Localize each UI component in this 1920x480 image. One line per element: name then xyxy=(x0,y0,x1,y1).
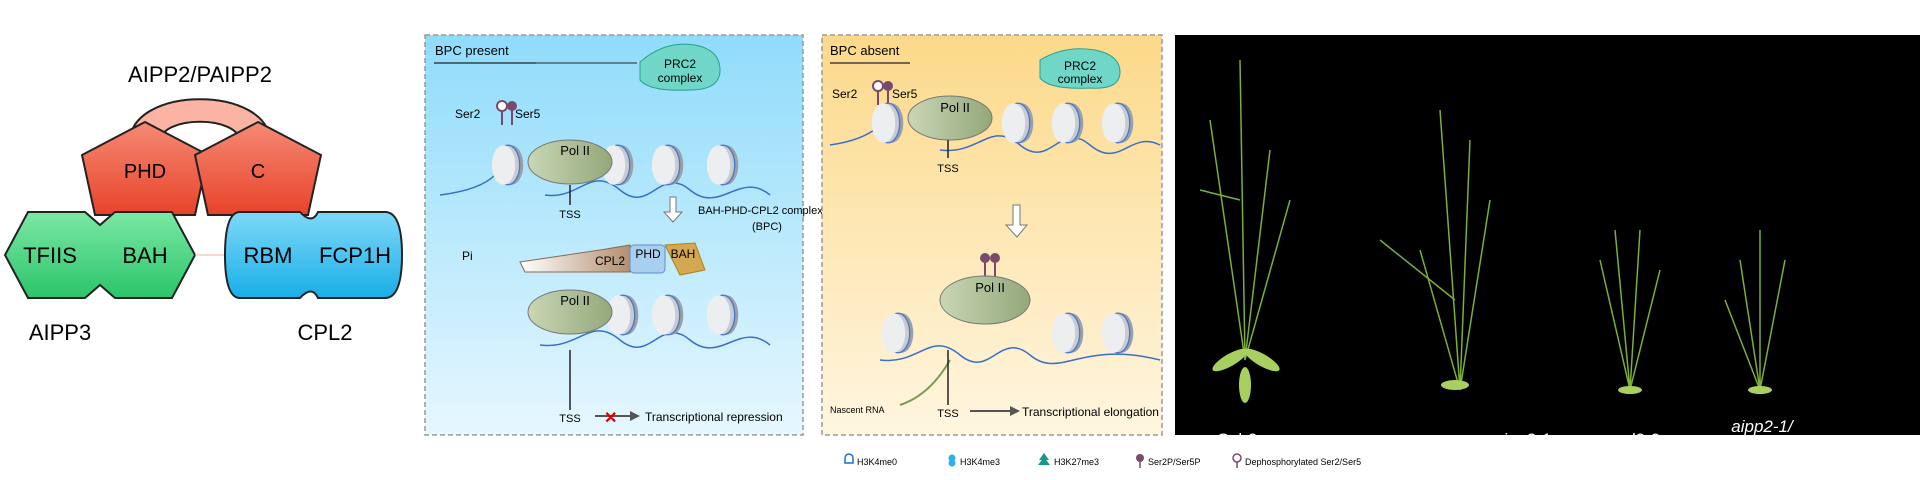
phd-label: PHD xyxy=(124,161,166,183)
genotype-aipp2-1: aipp2-1/ xyxy=(1731,417,1795,436)
cpl2-label: CPL2 xyxy=(297,320,352,345)
h3k27me3-icon xyxy=(1039,453,1049,460)
phd-shape xyxy=(629,244,666,274)
pol-ii-bottom-label: Pol II xyxy=(560,293,590,308)
c-label: C xyxy=(251,161,265,183)
prc2-label: PRC2 xyxy=(1064,59,1096,73)
nascent-rna-label: Nascent RNA xyxy=(830,405,885,415)
legend-label: Ser2P/Ser5P xyxy=(1148,457,1201,467)
blocked-x-icon: ✕ xyxy=(604,410,617,427)
genotype-paipp2-1: paipp2-1 xyxy=(1730,439,1797,458)
pol-ii xyxy=(907,95,993,141)
bah-shape-label: BAH xyxy=(671,247,696,261)
pol-ii-label: Pol II xyxy=(560,143,590,158)
prc2-complex xyxy=(1039,48,1121,89)
prc2-complex xyxy=(639,43,721,91)
bpc-absent-title: BPC absent xyxy=(830,43,900,58)
arrow-down-icon xyxy=(662,196,684,223)
tss-label: TSS xyxy=(559,209,580,221)
dephospho-ser-icon xyxy=(1232,453,1242,463)
bpc-complex-label: BAH-PHD-CPL2 complex xyxy=(698,205,823,217)
legend-label: Dephosphorylated Ser2/Ser5 xyxy=(1245,457,1361,467)
genotype-cpl2-2: cpl2-2 xyxy=(1613,430,1660,449)
tss-bottom-label: TSS xyxy=(559,413,580,425)
tfiis-label: TFIIS xyxy=(23,243,77,268)
phospho-ser-icon xyxy=(1136,454,1144,462)
prc2-complex-label: complex xyxy=(658,71,703,85)
legend-label: H3K4me0 xyxy=(857,457,897,467)
elongation-label: Transcriptional elongation xyxy=(1022,405,1159,419)
h3k4me3-icon xyxy=(948,454,956,462)
prc2-complex-label: complex xyxy=(1058,72,1103,86)
legend-label: H3K4me3 xyxy=(960,457,1000,467)
genotype-aipp3-1: aipp3-1 xyxy=(1494,430,1551,449)
tss-bottom-label: TSS xyxy=(937,408,958,420)
ser5-label: Ser5 xyxy=(892,87,918,101)
domain-diagram: AIPP2/PAIPP2 PHD C TFIIS BAH RBM FCP1H A… xyxy=(3,62,404,345)
plant-photo xyxy=(1175,35,1920,435)
bah-shape xyxy=(664,242,706,276)
legend: H3K4me0 H3K4me3 H3K27me3 Ser2P/Ser5P Dep… xyxy=(844,453,1361,468)
genotype-col-0: Col-0 xyxy=(1217,430,1258,449)
bpc-absent-panel: BPC absent PRC2 complex Ser2 Ser5 Pol II… xyxy=(821,34,1163,436)
pi-label: Pi xyxy=(462,249,473,263)
cpl2-shape-label: CPL2 xyxy=(595,254,625,268)
pol-ii-label: Pol II xyxy=(940,100,970,115)
pol-ii xyxy=(527,139,613,185)
phd-shape-label: PHD xyxy=(635,247,661,261)
pol-ii-bottom xyxy=(939,275,1031,325)
ser2-label: Ser2 xyxy=(455,107,481,121)
bpc-present-panel: BPC present PRC2 complex Ser2 Ser5 Pol I… xyxy=(424,34,823,436)
rbm-label: RBM xyxy=(244,243,293,268)
legend-label: H3K27me3 xyxy=(1054,457,1099,467)
bpc-present-title: BPC present xyxy=(435,43,509,58)
bpc-abbr-label: (BPC) xyxy=(752,221,782,233)
nascent-rna xyxy=(899,359,951,406)
pol-ii-bottom xyxy=(527,289,613,335)
tss-label: TSS xyxy=(937,163,958,175)
repression-label: Transcriptional repression xyxy=(645,410,783,424)
h3k4me0-icon xyxy=(844,453,854,464)
fcp1h-label: FCP1H xyxy=(319,243,391,268)
bah-label: BAH xyxy=(122,243,167,268)
plant-photo-panel: Col-0 aipp3-1 cpl2-2 aipp2-1/ paipp2-1 xyxy=(1175,35,1920,458)
aipp3-label: AIPP3 xyxy=(29,320,91,345)
prc2-label: PRC2 xyxy=(664,57,696,71)
aipp2-paipp2-label: AIPP2/PAIPP2 xyxy=(128,62,272,87)
cpl2-protein xyxy=(223,211,404,299)
ser2-label: Ser2 xyxy=(832,87,858,101)
ser5-label: Ser5 xyxy=(515,107,541,121)
arrow-down-icon xyxy=(1004,204,1029,238)
c-domain xyxy=(193,120,323,216)
pol-ii-bottom-label: Pol II xyxy=(975,280,1005,295)
